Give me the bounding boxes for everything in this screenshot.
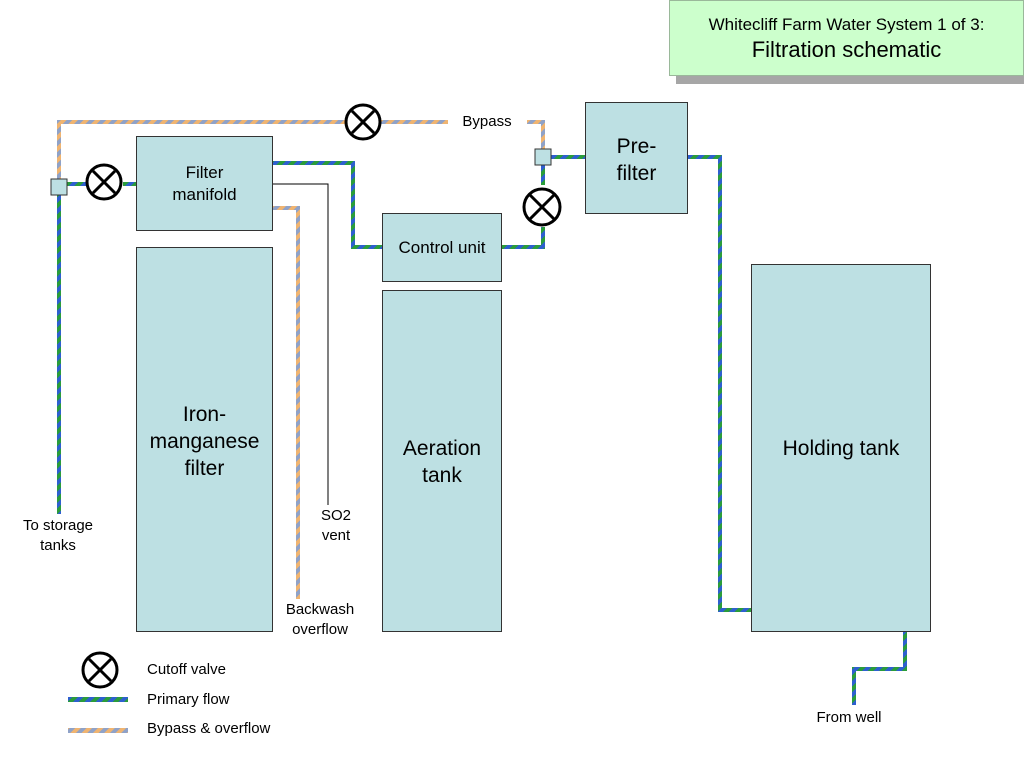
legend-bypass-overflow-label: Bypass & overflow (147, 720, 271, 737)
title-line-2: Filtration schematic (751, 37, 942, 62)
junction-icon (534, 148, 552, 166)
so2-vent-line (273, 183, 329, 505)
legend-valve-icon (81, 651, 119, 689)
iron-manganese-filter[interactable]: Iron- manganese filter (136, 247, 273, 632)
junction-icon (50, 178, 68, 196)
control-unit[interactable]: Control unit (382, 213, 502, 282)
bypass-pipe (57, 120, 545, 187)
cutoff-valve-icon[interactable] (522, 187, 562, 227)
to-storage-label: To storage tanks (22, 517, 94, 554)
backwash-overflow-label: Backwash overflow (285, 601, 355, 638)
legend-bypass-swatch (68, 728, 128, 733)
aeration-tank[interactable]: Aeration tank (382, 290, 502, 632)
bypass-label: Bypass (462, 113, 512, 130)
cutoff-valve-icon[interactable] (85, 163, 123, 201)
control-to-manifold-pipe (273, 161, 383, 249)
cutoff-valve-icon[interactable] (344, 103, 382, 141)
holding-tank[interactable]: Holding tank (751, 264, 931, 632)
filter-manifold[interactable]: Filter manifold (136, 136, 273, 231)
legend-primary-swatch (68, 697, 128, 702)
title-line-1: Whitecliff Farm Water System 1 of 3: (708, 15, 985, 34)
from-well-label: From well (816, 709, 882, 726)
so2-vent-label: SO2 vent (320, 507, 351, 544)
prefilter-to-control-pipe (501, 155, 585, 249)
legend-cutoff-valve-label: Cutoff valve (147, 661, 226, 678)
manifold-to-storage-pipe (57, 182, 137, 514)
legend-primary-flow-label: Primary flow (147, 691, 230, 708)
title-box: Whitecliff Farm Water System 1 of 3: Fil… (669, 0, 1024, 76)
pre-filter[interactable]: Pre- filter (585, 102, 688, 214)
backwash-overflow-pipe (273, 206, 300, 599)
